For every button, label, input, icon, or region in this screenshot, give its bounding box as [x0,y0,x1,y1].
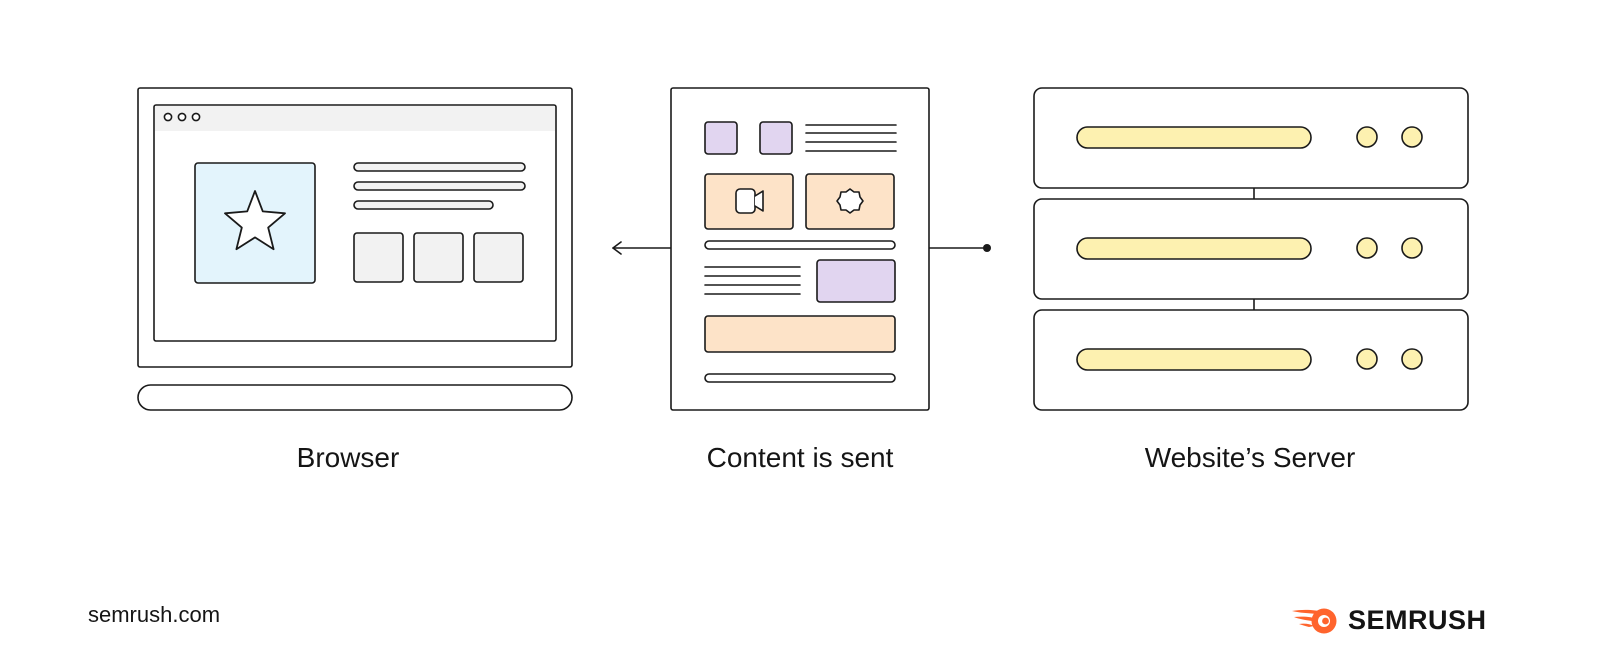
window-dot-icon [163,112,173,122]
image-block [816,259,896,303]
banner-block [704,315,896,353]
semrush-logo-icon [1292,608,1337,634]
arrow-to-browser [612,241,672,255]
semrush-brand: SEMRUSH [1290,603,1487,637]
website-server-label: Website’s Server [1144,442,1356,473]
thumbnail-placeholder [413,232,464,283]
text-line-placeholder [353,181,526,191]
server-status-bar [1076,348,1312,371]
server-status-bar [1076,126,1312,149]
server-status-bar [1076,237,1312,260]
server-stack-illustration [1033,87,1469,411]
text-line-placeholder [353,162,526,172]
window-dot-icon [191,112,201,122]
server-light-icon [1356,126,1378,148]
browser-title-bar [155,106,555,131]
text-bar [704,373,896,383]
server-light-icon [1356,348,1378,370]
content-sent-label: Content is sent [706,442,894,473]
video-camera-icon [735,188,764,214]
laptop-base [137,384,573,411]
server-light-icon [1401,126,1423,148]
gear-icon [836,188,864,214]
thumbnail-placeholder [473,232,524,283]
text-line-placeholder [353,200,494,210]
footer-url: semrush.com [88,602,221,627]
server-light-icon [1356,237,1378,259]
thumbnail-placeholder [353,232,404,283]
connector-from-server [928,244,991,252]
browser-label: Browser [296,442,400,473]
content-document-illustration [670,87,930,411]
media-block [704,121,738,155]
server-light-icon [1401,237,1423,259]
text-bar [704,240,896,250]
browser-laptop-illustration [137,87,573,411]
server-light-icon [1401,348,1423,370]
brand-name: SEMRUSH [1348,604,1487,635]
media-block [759,121,793,155]
star-icon [224,190,286,251]
window-dot-icon [177,112,187,122]
